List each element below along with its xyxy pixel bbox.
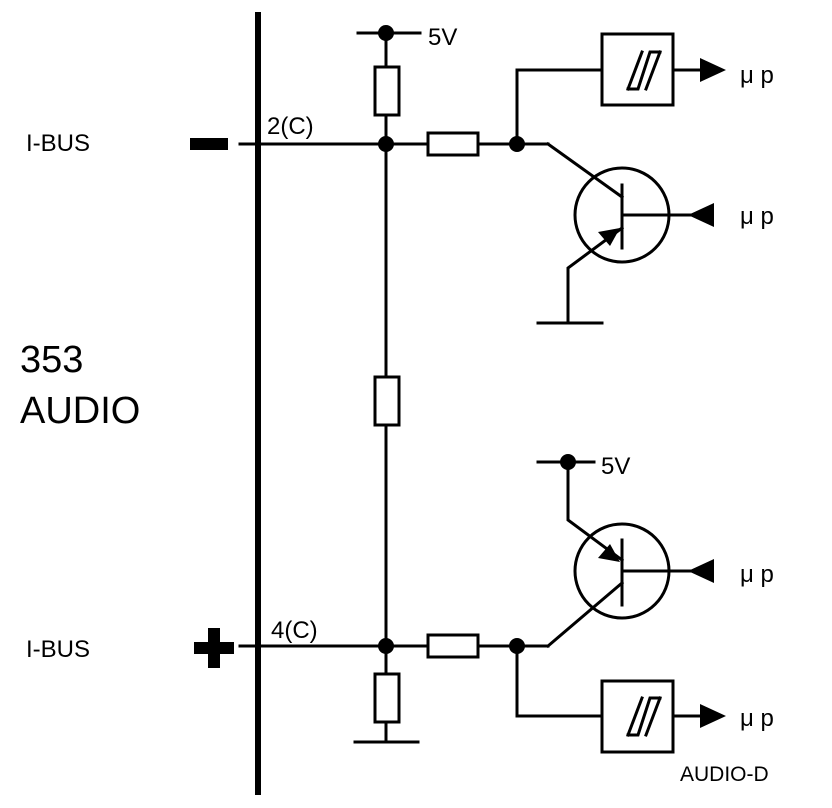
ibus-top-label: I-BUS [26, 130, 90, 157]
arrow-out-bottom-icon [700, 704, 726, 728]
resistor-pulldown-bottom [373, 672, 401, 724]
schmitt-trigger-top [600, 32, 675, 107]
plus-sign-icon [194, 628, 234, 668]
resistor-pullup-top [373, 65, 401, 117]
hysteresis-bottom-icon [626, 696, 662, 737]
module-name: AUDIO [20, 390, 140, 432]
supply-bottom-label: 5V [601, 453, 630, 480]
resistor-series-bottom [426, 633, 480, 659]
module-number: 353 [20, 339, 83, 381]
arrow-in-bottom-icon [688, 559, 714, 583]
transistor-bottom-collector [545, 580, 625, 649]
mp-label-3: μ p [740, 561, 774, 588]
transistor-top-emitter [566, 225, 625, 325]
sense-wire-bottom [515, 644, 604, 718]
arrow-in-top-icon [688, 203, 714, 227]
footer-label: AUDIO-D [680, 763, 769, 786]
pin-bottom-label: 4(C) [271, 617, 318, 644]
minus-sign-icon [190, 138, 228, 150]
mp-label-1: μ p [740, 62, 774, 89]
transistor-top-collector [545, 141, 625, 200]
emitter-arrow-bottom-icon [598, 544, 620, 562]
ibus-bottom-label: I-BUS [26, 636, 90, 663]
sense-wire-top [515, 68, 604, 146]
emitter-arrow-top-icon [598, 228, 620, 246]
mp-label-4: μ p [740, 705, 774, 732]
resistor-divider-middle [373, 375, 401, 427]
arrow-out-top-icon [700, 58, 726, 82]
resistor-series-top [426, 131, 480, 157]
transistor-bottom-emitter [566, 460, 625, 563]
pin-top-label: 2(C) [267, 113, 314, 140]
supply-top-label: 5V [428, 24, 457, 51]
junction-node-top [378, 136, 394, 152]
schmitt-trigger-bottom [600, 679, 675, 754]
mp-label-2: μ p [740, 203, 774, 230]
hysteresis-icon [626, 50, 662, 91]
